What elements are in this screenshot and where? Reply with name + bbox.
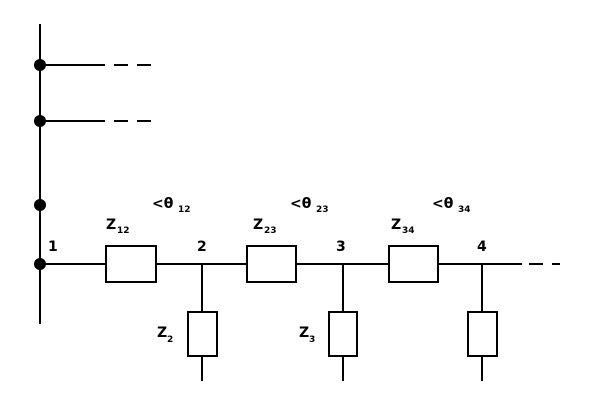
angle-label-34: <θ (432, 196, 454, 212)
bus-dot-1 (34, 59, 46, 71)
angle-sub-34: 34 (458, 205, 471, 215)
shunt-label-3: Z (299, 325, 309, 341)
angle-label-12: <θ (152, 196, 174, 212)
bus-dot-3 (34, 199, 46, 211)
shunt-sub-2: 2 (167, 335, 173, 345)
shunt-box-2 (187, 311, 218, 357)
impedance-sub-34: 34 (402, 226, 415, 236)
impedance-box-23 (246, 245, 297, 283)
shunt-box-3 (328, 311, 358, 357)
shunt-sub-3: 3 (309, 335, 315, 345)
shunt-label-2: Z (157, 325, 167, 341)
node-label-3: 3 (336, 239, 346, 255)
node-label-2: 2 (197, 239, 207, 255)
impedance-box-12 (105, 245, 157, 283)
node-label-1: 1 (48, 239, 58, 255)
impedance-label-23: Z (253, 217, 263, 233)
angle-sub-23: 23 (316, 205, 329, 215)
angle-sub-12: 12 (178, 205, 191, 215)
impedance-box-34 (388, 245, 439, 283)
impedance-label-34: Z (391, 217, 401, 233)
impedance-sub-12: 12 (117, 226, 130, 236)
bus-dot-2 (34, 115, 46, 127)
impedance-label-12: Z (106, 217, 116, 233)
angle-label-23: <θ (290, 196, 312, 212)
node-label-4: 4 (477, 239, 487, 255)
shunt-box-4 (467, 311, 498, 357)
impedance-sub-23: 23 (264, 226, 277, 236)
